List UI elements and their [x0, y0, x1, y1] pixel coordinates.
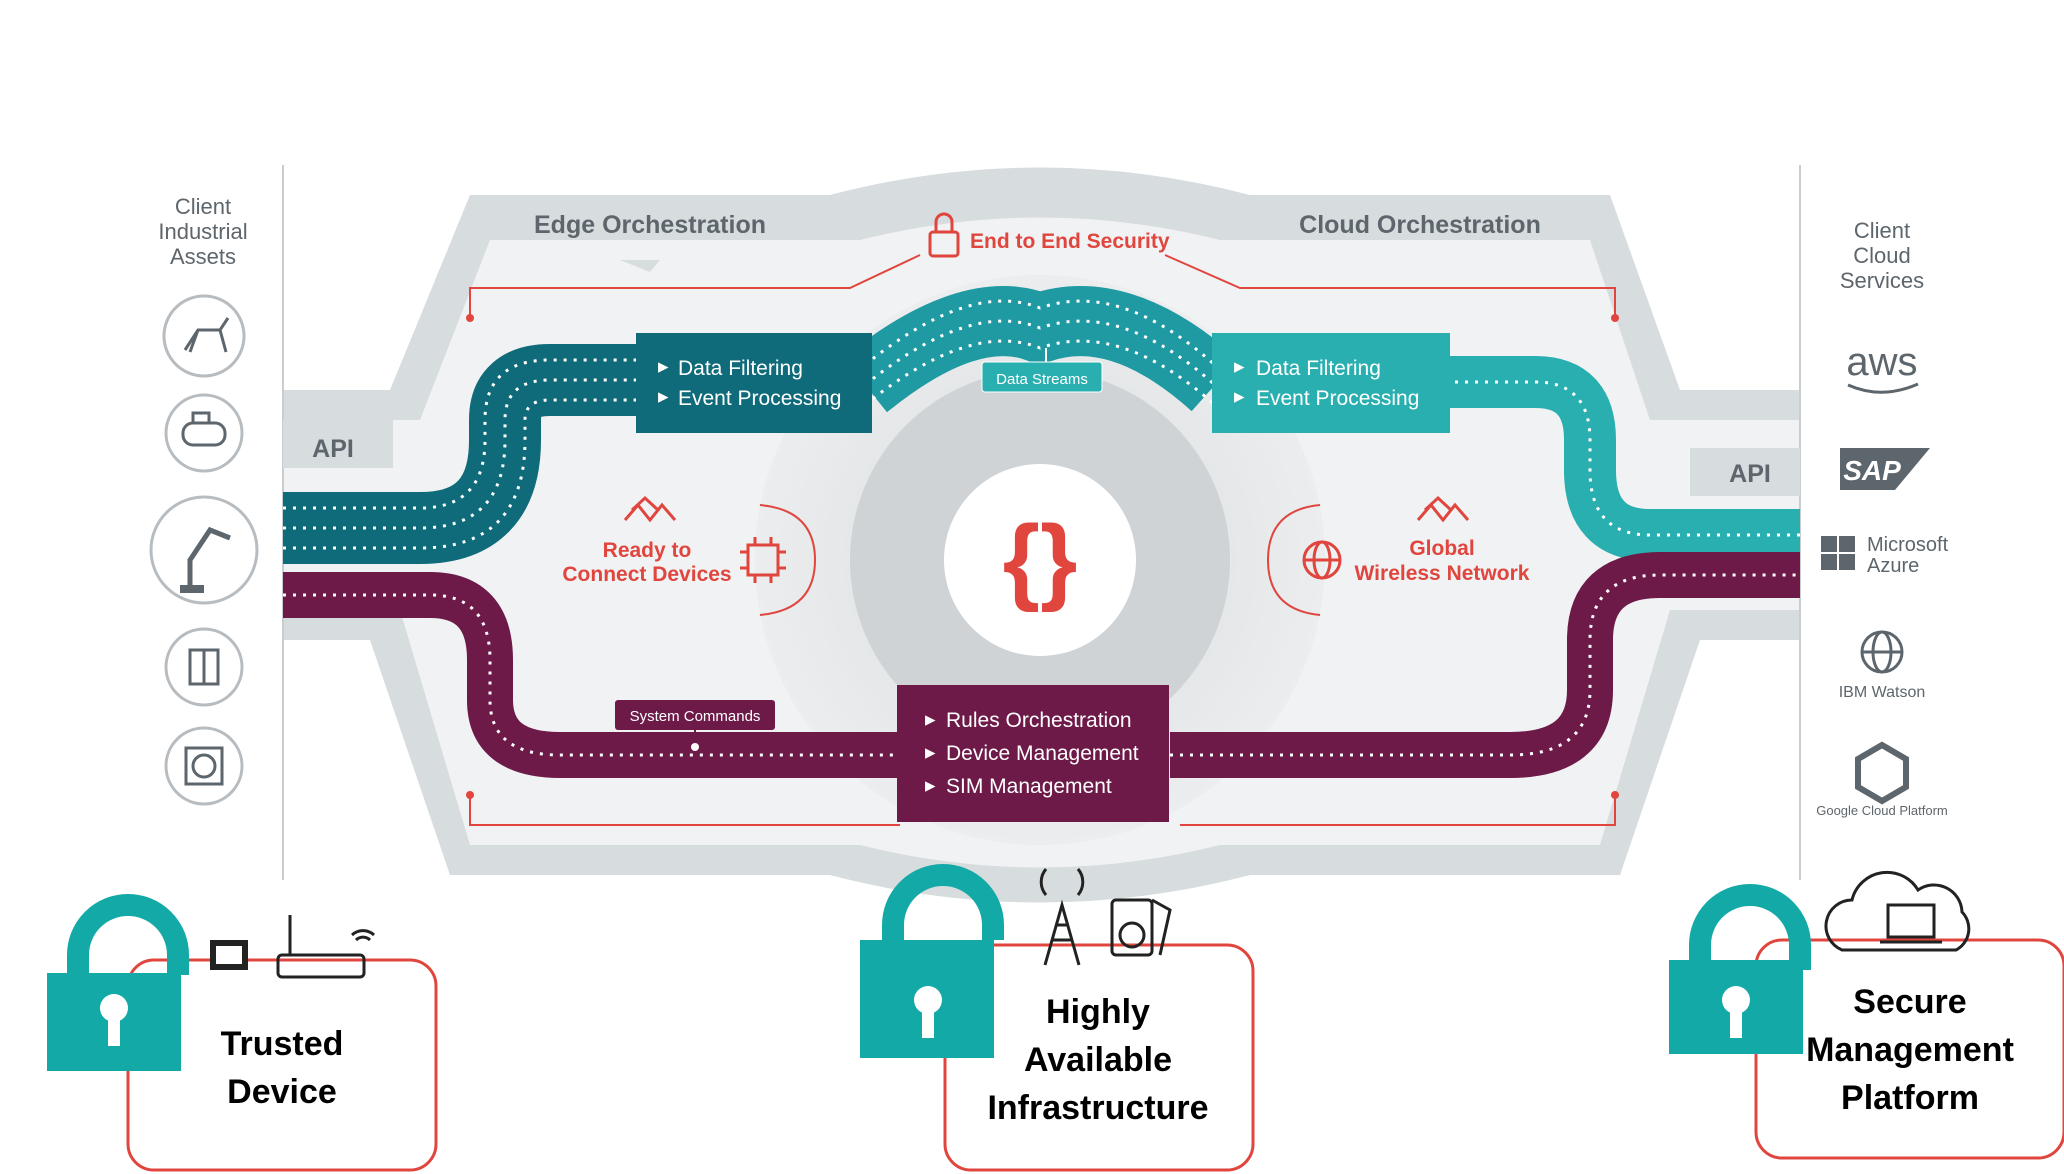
elevator-icon[interactable] — [164, 627, 244, 707]
left-api-label: API — [312, 435, 354, 463]
svg-text:▸: ▸ — [658, 385, 669, 408]
aws-logo: aws — [1846, 340, 1917, 384]
cloud-data-stream — [1445, 356, 1800, 561]
platform-label: Management — [1806, 1031, 2014, 1069]
infrastructure-label: Infrastructure — [987, 1089, 1208, 1127]
system-commands-tag: System Commands — [630, 708, 761, 725]
left-panel-title: Assets — [170, 244, 236, 269]
hvac-fan-icon[interactable] — [164, 726, 244, 806]
right-panel-bg — [1800, 165, 2064, 880]
sap-logo: SAP — [1843, 455, 1901, 486]
robotic-arm-icon[interactable] — [149, 495, 259, 605]
infrastructure-label: Available — [1024, 1041, 1172, 1079]
platform-label: Platform — [1841, 1079, 1979, 1117]
right-panel-title: Client — [1854, 218, 1910, 243]
right-panel-title: Services — [1840, 268, 1924, 293]
svg-text:▸: ▸ — [925, 741, 936, 764]
signal-icon — [1416, 495, 1470, 523]
azure-label: Microsoft — [1867, 534, 1949, 556]
edge-data-stream — [283, 344, 640, 564]
global-label: Wireless Network — [1355, 562, 1530, 585]
gcp-hexagon-icon — [1855, 741, 1909, 805]
data-streams-arc — [842, 286, 1239, 413]
security-label: End to End Security — [970, 230, 1170, 253]
chip-icon — [210, 940, 248, 970]
left-panel-title: Industrial — [158, 219, 247, 244]
ibm-label: IBM Watson — [1839, 684, 1926, 701]
cloud-box-item: Data Filtering — [1256, 357, 1381, 380]
router-icon — [276, 915, 376, 979]
management-item: Rules Orchestration — [946, 709, 1132, 732]
svg-text:▸: ▸ — [1234, 385, 1245, 408]
cloud-dashboard-icon — [1824, 870, 1971, 952]
data-streams-tag: Data Streams — [996, 371, 1088, 388]
gcp-label: Google Cloud Platform — [1816, 803, 1948, 818]
ready-label: Connect Devices — [562, 563, 731, 586]
cloud-orchestration-label: Cloud Orchestration — [1299, 211, 1541, 239]
right-api-label: API — [1729, 460, 1771, 488]
ibm-globe-icon — [1860, 630, 1904, 674]
trusted-device-label: Trusted — [221, 1025, 344, 1063]
azure-logo-squares — [1821, 536, 1855, 570]
cell-tower-icon — [1039, 868, 1085, 966]
trusted-device-label: Device — [227, 1073, 337, 1111]
signal-icon — [623, 495, 677, 523]
lock-icon — [47, 894, 189, 1071]
sim-card-icon — [1110, 898, 1172, 957]
management-item: SIM Management — [946, 775, 1112, 798]
management-box — [897, 685, 1169, 822]
padlock-icon — [928, 212, 960, 258]
svg-text:▸: ▸ — [658, 355, 669, 378]
lock-icon — [860, 864, 1004, 1058]
edge-orchestration-label: Edge Orchestration — [534, 211, 766, 239]
center-logo: {} — [1003, 506, 1078, 613]
globe-icon — [1302, 540, 1342, 580]
management-item: Device Management — [946, 742, 1139, 765]
edge-box-item: Event Processing — [678, 387, 841, 410]
left-panel-title: Client — [175, 194, 231, 219]
azure-label: Azure — [1867, 555, 1919, 577]
command-stream — [283, 552, 1800, 778]
edge-processing-box — [636, 333, 872, 433]
ready-label: Ready to — [603, 539, 692, 562]
svg-text:▸: ▸ — [925, 774, 936, 797]
sap-logo-shape — [1840, 448, 1930, 490]
security-outline — [469, 254, 1616, 826]
global-label: Global — [1409, 537, 1474, 560]
air-compressor-icon[interactable] — [164, 393, 244, 473]
cloud-box-item: Event Processing — [1256, 387, 1419, 410]
right-panel-title: Cloud — [1853, 243, 1910, 268]
svg-text:▸: ▸ — [925, 708, 936, 731]
infrastructure-label: Highly — [1046, 993, 1150, 1031]
platform-label: Secure — [1853, 983, 1966, 1021]
svg-text:▸: ▸ — [1234, 355, 1245, 378]
edge-box-item: Data Filtering — [678, 357, 803, 380]
robot-dog-icon[interactable] — [162, 294, 246, 378]
cloud-processing-box — [1212, 333, 1450, 433]
chip-icon — [740, 537, 786, 583]
lock-icon — [1669, 884, 1811, 1054]
